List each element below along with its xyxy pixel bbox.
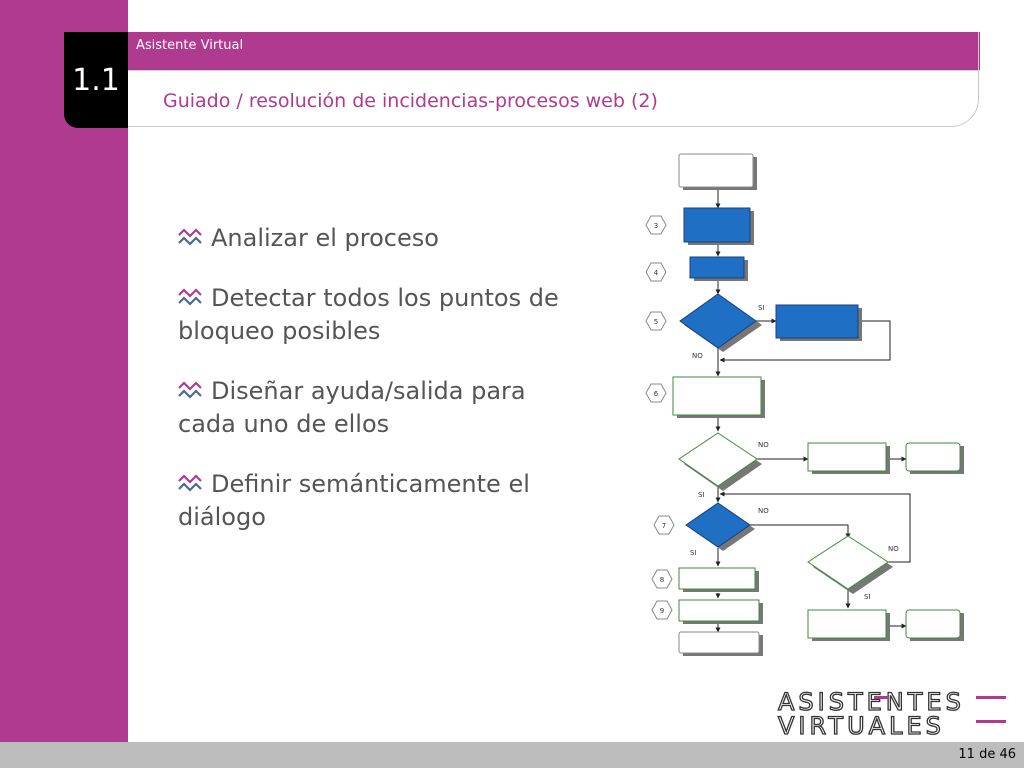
logo-line1: ASISTENTES: [778, 688, 965, 716]
branch-label-si: SI: [690, 549, 697, 557]
bullet-list: Analizar el proceso Detectar todos los p…: [178, 222, 578, 561]
branch-label-no: NO: [758, 441, 769, 449]
asistentes-virtuales-logo: ASISTENTES VIRTUALES: [777, 688, 1006, 738]
step-label: 7: [662, 522, 666, 530]
step-badge: 3: [645, 215, 667, 235]
bullet-item: Diseñar ayuda/salida para cada uno de el…: [178, 375, 578, 441]
step-badge: 5: [645, 311, 667, 331]
branch-label-si: SI: [864, 593, 871, 601]
wave-bullet-icon: [178, 288, 202, 306]
left-accent-bar: [0, 0, 128, 768]
bullet-item: Analizar el proceso: [178, 222, 578, 255]
bullet-item: Definir semánticamente el diálogo: [178, 468, 578, 534]
step-label: 3: [654, 222, 658, 230]
footer-bar: 11 de 46: [0, 742, 1024, 768]
wave-bullet-icon: [178, 381, 202, 399]
step-badge: 7: [653, 515, 675, 535]
step-badge: 9: [651, 600, 673, 620]
step-label: 8: [660, 576, 664, 584]
page-title: Guiado / resolución de incidencias-proce…: [163, 90, 658, 112]
branch-label-no: NO: [888, 545, 899, 553]
step-badge: 4: [645, 262, 667, 282]
flowchart-process-green: [672, 376, 961, 639]
header-frame: [128, 32, 979, 127]
page-count: 11 de 46: [958, 747, 1016, 762]
branch-label-no: NO: [758, 507, 769, 515]
branch-label-si: SI: [698, 491, 705, 499]
step-label: 6: [654, 390, 659, 398]
branch-label-si: SI: [758, 304, 765, 312]
app-label: Asistente Virtual: [136, 38, 244, 53]
step-label: 9: [660, 607, 664, 615]
wave-bullet-icon: [178, 228, 202, 246]
flowchart-process-blue: [679, 207, 859, 548]
bullet-text: Definir semánticamente el diálogo: [178, 470, 530, 531]
step-badge: 8: [651, 569, 673, 589]
header-divider: [128, 70, 980, 71]
logo-line2: VIRTUALES: [778, 712, 945, 738]
branch-label-no: NO: [692, 352, 703, 360]
bullet-text: Diseñar ayuda/salida para cada uno de el…: [178, 377, 526, 438]
flowchart-connectors: [715, 188, 911, 633]
section-number: 1.1: [72, 62, 120, 98]
flowchart-branch-labels: SI NO NO SI NO SI NO SI: [690, 304, 899, 601]
flowchart-diagram: 3 4 5 6 7 8 9 SI NO NO SI N: [645, 153, 964, 656]
flowchart-step-badges: 3 4 5 6 7 8 9: [645, 215, 675, 620]
step-badge: 6: [645, 383, 667, 403]
bullet-text: Detectar todos los puntos de bloqueo pos…: [178, 284, 559, 345]
step-label: 5: [654, 318, 658, 326]
bullet-item: Detectar todos los puntos de bloqueo pos…: [178, 282, 578, 348]
header-band: [128, 32, 980, 70]
step-label: 4: [654, 269, 659, 277]
bullet-text: Analizar el proceso: [211, 224, 439, 252]
section-number-box: 1.1: [64, 32, 128, 128]
flowchart-process-white: [678, 153, 760, 654]
wave-bullet-icon: [178, 474, 202, 492]
